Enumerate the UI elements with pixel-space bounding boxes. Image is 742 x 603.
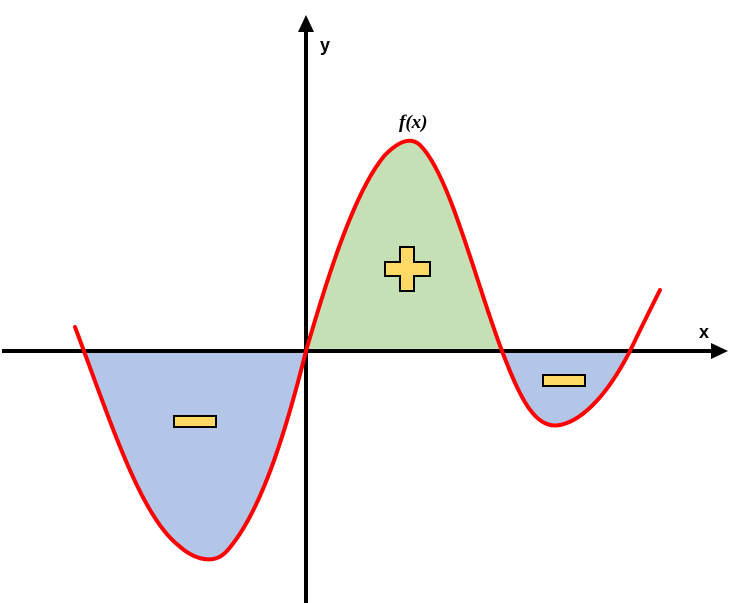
minus-sign-icon bbox=[173, 415, 217, 428]
y-axis-label: y bbox=[320, 35, 330, 55]
x-axis-arrowhead bbox=[711, 343, 728, 359]
plus-sign-icon bbox=[384, 246, 431, 292]
function-curve bbox=[73, 138, 662, 562]
minus-sign-icon bbox=[542, 374, 586, 387]
x-axis bbox=[2, 343, 728, 359]
function-label: f(x) bbox=[399, 112, 427, 133]
negative-area-right bbox=[500, 351, 640, 426]
negative-area-left bbox=[75, 351, 306, 560]
positive-area bbox=[300, 140, 510, 351]
x-axis-label: x bbox=[699, 322, 709, 342]
y-axis bbox=[298, 15, 314, 603]
y-axis-arrowhead bbox=[298, 15, 314, 32]
